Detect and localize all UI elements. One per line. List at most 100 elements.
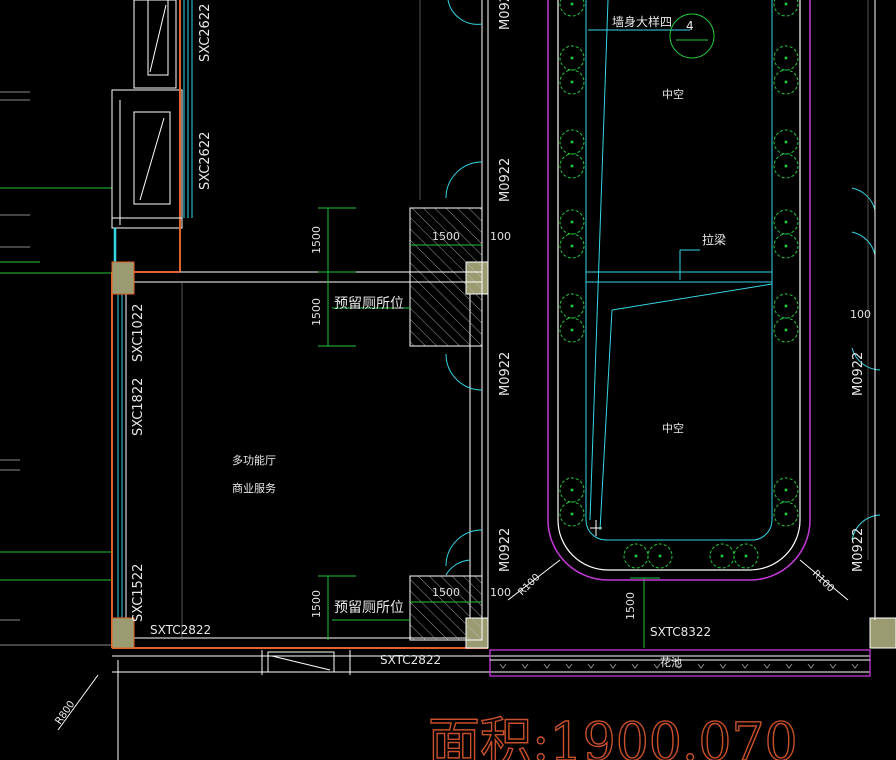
window-label-sxc1522: SXC1522	[131, 564, 146, 622]
shrub-center	[744, 554, 748, 558]
window-label-sxtc2822-left: SXTC2822	[150, 623, 211, 637]
planter-mark	[631, 663, 639, 669]
shrub-center	[784, 164, 788, 168]
shrub-center	[634, 554, 638, 558]
shrub-icon	[559, 0, 585, 17]
shrub-center	[784, 512, 788, 516]
planter-mark	[719, 663, 727, 669]
planter-mark	[587, 663, 595, 669]
shrub-icon	[733, 543, 759, 569]
shrub-icon	[559, 233, 585, 259]
planter-shrubs	[559, 0, 799, 569]
window-label-sxc2622-top: SXC2622	[198, 4, 213, 62]
shrub-icon	[773, 153, 799, 179]
shrub-icon	[773, 293, 799, 319]
shrub-center	[570, 328, 574, 332]
planter-mark	[829, 663, 837, 669]
shrub-center	[570, 140, 574, 144]
upper-window-stack	[111, 0, 193, 272]
planter-mark	[565, 663, 573, 669]
dim-100-3: 100	[850, 308, 871, 321]
shrub-center	[570, 244, 574, 248]
door-swings	[445, 0, 881, 576]
shrub-icon	[773, 209, 799, 235]
planter-label: 花池	[660, 656, 682, 669]
left-edge-lines	[0, 91, 112, 646]
shrub-icon	[773, 45, 799, 71]
shrub-icon	[773, 69, 799, 95]
shrub-center	[784, 328, 788, 332]
shrub-icon	[559, 69, 585, 95]
shrub-center	[784, 488, 788, 492]
shrub-icon	[559, 477, 585, 503]
dim-100-1: 100	[490, 230, 511, 243]
void-label-bottom: 中空	[662, 421, 684, 435]
dim-1500-h1: 1500	[432, 230, 460, 243]
toilet-label-bottom: 预留厕所位	[334, 600, 404, 616]
shrub-center	[570, 164, 574, 168]
shrub-center	[570, 512, 574, 516]
door-label-m0922-2: M0922	[498, 158, 513, 202]
dim-1500-h2: 1500	[432, 586, 460, 599]
dim-1500-v3: 1500	[310, 590, 323, 618]
planter-mark	[763, 663, 771, 669]
shrub-icon	[773, 317, 799, 343]
room-name: 多功能厅	[232, 453, 276, 467]
shrub-center	[784, 56, 788, 60]
planter-mark	[807, 663, 815, 669]
dimension-lines	[318, 207, 660, 648]
door-label-m0922-4: M0922	[498, 528, 513, 572]
dim-100-2: 100	[490, 586, 511, 599]
dim-1500-v1: 1500	[310, 226, 323, 254]
door-label-m0922-right-2: M0922	[851, 528, 866, 572]
planter-mark	[499, 663, 507, 669]
planter-mark	[543, 663, 551, 669]
radius-label-r800: R800	[53, 699, 77, 727]
window-label-sxtc2822-bottom: SXTC2822	[380, 653, 441, 667]
shrub-center	[658, 554, 662, 558]
shrub-center	[570, 56, 574, 60]
void-label-top: 中空	[662, 87, 684, 101]
labels: SXC2622 SXC2622 SXC1022 SXC1822 SXC1522 …	[53, 0, 871, 760]
window-label-sxc2622-mid: SXC2622	[198, 132, 213, 190]
tie-beam-label: 拉梁	[702, 232, 726, 247]
window-label-sxtc8322: SXTC8322	[650, 625, 711, 639]
wall-detail-label: 墙身大样四	[612, 14, 672, 29]
shrub-icon	[773, 233, 799, 259]
door-label-m0922-right-1: M0922	[851, 352, 866, 396]
room-use: 商业服务	[232, 481, 276, 495]
door-label-m0922-1: M0922	[498, 0, 513, 30]
window-label-sxc1822: SXC1822	[131, 378, 146, 436]
shrub-icon	[559, 209, 585, 235]
shrub-icon	[559, 129, 585, 155]
door-label-m0922-3: M0922	[498, 352, 513, 396]
window-label-sxc1022: SXC1022	[131, 304, 146, 362]
shrub-center	[570, 220, 574, 224]
toilet-label-top: 预留厕所位	[334, 296, 404, 312]
shrub-icon	[773, 0, 799, 17]
room-walls	[111, 0, 870, 760]
toilet-zone-bottom	[409, 575, 483, 641]
shrub-center	[720, 554, 724, 558]
planter-mark	[851, 663, 859, 669]
area-text: 面积:1900.070	[428, 713, 798, 760]
shrub-icon	[559, 293, 585, 319]
dim-1500-v4: 1500	[624, 592, 637, 620]
shrub-icon	[647, 543, 673, 569]
planter-mark	[697, 663, 705, 669]
planter-mark	[653, 663, 661, 669]
planter-strip	[489, 649, 871, 677]
shrub-center	[784, 2, 788, 6]
shrub-icon	[559, 153, 585, 179]
shrub-icon	[773, 129, 799, 155]
shrub-center	[570, 304, 574, 308]
shrub-center	[784, 140, 788, 144]
planter-mark	[521, 663, 529, 669]
shrub-center	[570, 488, 574, 492]
shrub-icon	[559, 501, 585, 527]
radius-label-right: R100	[810, 568, 836, 594]
shrub-icon	[773, 477, 799, 503]
atrium-void	[57, 0, 876, 731]
shrub-center	[570, 80, 574, 84]
